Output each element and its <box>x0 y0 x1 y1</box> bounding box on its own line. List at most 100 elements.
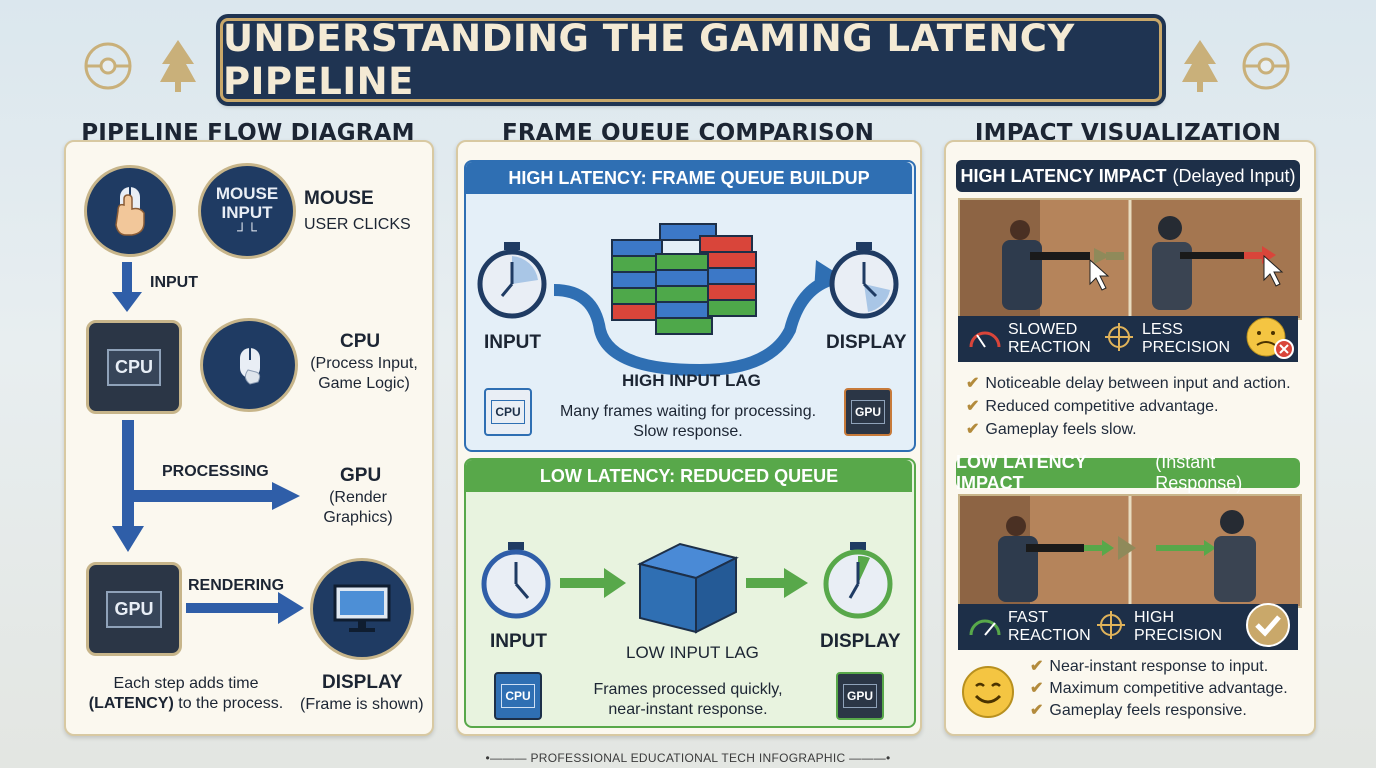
low-impact-stats: FAST REACTION HIGH PRECISION <box>958 602 1298 653</box>
tree-icon-left <box>158 38 198 99</box>
high-input-label: INPUT <box>484 332 541 353</box>
high-bullet-1-text: Noticeable delay between input and actio… <box>985 375 1291 392</box>
low-input-label: INPUT <box>490 631 547 652</box>
cpu-chip-icon-low: CPU <box>494 672 542 720</box>
gauge-icon-slow <box>968 323 1002 356</box>
high-impact-header-bold: HIGH LATENCY IMPACT <box>960 165 1167 186</box>
latency-note-2: to the process. <box>178 695 284 712</box>
stat-fast-reaction: FAST REACTION <box>1008 609 1091 644</box>
connector-glyph: ┘└ <box>237 222 257 238</box>
low-queue-flow <box>560 538 822 643</box>
gpu-title: GPU <box>340 465 382 486</box>
high-impact-stats: SLOWED REACTION LESS PRECISION <box>958 316 1298 362</box>
high-impact-header: HIGH LATENCY IMPACT (Delayed Input) <box>956 160 1300 192</box>
high-impact-header-note: (Delayed Input) <box>1172 165 1296 186</box>
high-bullet-3: ✔ Gameplay feels slow. <box>966 418 1291 441</box>
check-icon: ✔ <box>1030 702 1044 719</box>
low-bullet-3: ✔ Gameplay feels responsive. <box>1030 700 1288 722</box>
stopwatch-icon-low-input <box>480 540 552 625</box>
happy-face-icon <box>960 664 1016 725</box>
high-bullet-3-text: Gameplay feels slow. <box>985 421 1137 438</box>
checkmark-badge-icon <box>1242 602 1294 653</box>
stat-slowed-reaction: SLOWED REACTION <box>1008 321 1091 356</box>
pokeball-icon-left <box>82 40 134 97</box>
low-bullet-3-text: Gameplay feels responsive. <box>1049 702 1247 719</box>
low-bullet-2-text: Maximum competitive advantage. <box>1049 680 1288 697</box>
latency-note: Each step adds time (LATENCY) to the pro… <box>80 674 292 714</box>
monitor-icon <box>310 558 414 660</box>
cpu-chip-icon-high: CPU <box>484 388 532 436</box>
high-bullet-1: ✔ Noticeable delay between input and acti… <box>966 372 1291 395</box>
mouse-input-badge: MOUSE INPUT ┘└ <box>198 163 296 259</box>
footer-text: •——— PROFESSIONAL EDUCATIONAL TECH INFOG… <box>0 751 1376 765</box>
low-impact-header-bold: LOW LATENCY IMPACT <box>956 452 1087 493</box>
low-bullet-1-text: Near-instant response to input. <box>1049 658 1269 675</box>
display-title: DISPLAY <box>322 672 403 693</box>
arrow-rendering-label: RENDERING <box>188 577 285 594</box>
low-lag-label: LOW INPUT LAG <box>626 643 759 662</box>
low-latency-header: LOW LATENCY: REDUCED QUEUE <box>466 460 912 492</box>
check-icon: ✔ <box>966 398 980 415</box>
cpu-chip-icon-low-label: CPU <box>501 684 535 708</box>
cpu-sub: (Process Input, Game Logic) <box>310 355 418 392</box>
footer-label: PROFESSIONAL EDUCATIONAL TECH INFOGRAPHI… <box>530 751 846 765</box>
pokeball-icon-right <box>1240 40 1292 97</box>
low-latency-scene <box>958 494 1302 608</box>
stopwatch-icon-high-input <box>476 240 548 325</box>
high-bullet-2: ✔Reduced competitive advantage. <box>966 395 1291 418</box>
tree-icon-right <box>1180 38 1220 99</box>
arrow-down-input <box>112 262 142 319</box>
cpu-title: CPU <box>340 331 381 352</box>
gpu-sub: (Render Graphics) <box>323 489 393 526</box>
stopwatch-icon-high-display <box>828 240 900 325</box>
stat-high-precision: HIGH PRECISION <box>1134 609 1223 644</box>
gpu-chip-icon-low: GPU <box>836 672 884 720</box>
arrow-processing-label: PROCESSING <box>162 463 269 480</box>
high-impact-bullets: ✔ Noticeable delay between input and acti… <box>966 372 1291 441</box>
low-bullet-2: ✔ Maximum competitive advantage. <box>1030 678 1288 700</box>
check-icon: ✔ <box>966 375 980 392</box>
low-desc: Frames processed quickly, near-instant r… <box>593 681 783 718</box>
arrow-input-label: INPUT <box>150 274 198 291</box>
page-title: UNDERSTANDING THE GAMING LATENCY PIPELIN… <box>223 17 1075 103</box>
high-display-label: DISPLAY <box>826 332 907 353</box>
latency-note-1: Each step adds time <box>113 675 259 692</box>
crosshair-icon-less <box>1104 322 1134 357</box>
title-banner: UNDERSTANDING THE GAMING LATENCY PIPELIN… <box>220 17 1162 103</box>
gauge-icon-fast <box>968 611 1002 644</box>
gpu-chip-icon-low-label: GPU <box>842 684 877 708</box>
sad-face-icon <box>1244 315 1294 364</box>
footer-divider-left: •——— <box>485 751 531 765</box>
gpu-chip: GPU <box>86 562 182 656</box>
low-bullet-1: ✔ Near-instant response to input. <box>1030 656 1288 678</box>
frame-queue-stack <box>548 200 838 385</box>
crosshair-icon-high <box>1096 610 1126 645</box>
check-icon: ✔ <box>1030 680 1044 697</box>
mouse-sub: USER CLICKS <box>304 216 411 233</box>
low-impact-header: LOW LATENCY IMPACT (Instant Response) <box>956 452 1300 493</box>
high-latency-scene <box>958 198 1302 320</box>
mouse-title: MOUSE <box>304 188 374 209</box>
stopwatch-icon-low-display <box>822 540 894 625</box>
check-icon: ✔ <box>966 421 980 438</box>
stat-less-precision: LESS PRECISION <box>1142 321 1231 356</box>
footer-divider-right: ———• <box>845 751 891 765</box>
low-display-label: DISPLAY <box>820 631 901 652</box>
arrow-processing <box>112 420 302 559</box>
gpu-chip-icon-high-label: GPU <box>850 400 885 424</box>
cpu-chip-icon-high-label: CPU <box>491 400 525 424</box>
display-sub: (Frame is shown) <box>300 696 424 713</box>
low-impact-header-note: (Instant Response) <box>1155 452 1243 493</box>
low-impact-bullets: ✔ Near-instant response to input. ✔ Maximu… <box>1030 656 1288 722</box>
latency-note-bold: (LATENCY) <box>88 695 174 712</box>
high-desc: Many frames waiting for processing. Slow… <box>559 403 817 440</box>
mouse-click-icon <box>200 318 298 412</box>
check-icon: ✔ <box>1030 658 1044 675</box>
cpu-chip: CPU <box>86 320 182 414</box>
mouse-input-badge-text: MOUSE INPUT <box>215 184 279 222</box>
cpu-chip-label: CPU <box>106 348 161 386</box>
gpu-chip-label: GPU <box>106 590 162 628</box>
high-latency-header: HIGH LATENCY: FRAME QUEUE BUILDUP <box>466 162 912 194</box>
gpu-chip-icon-high: GPU <box>844 388 892 436</box>
hand-mouse-icon <box>84 165 176 257</box>
